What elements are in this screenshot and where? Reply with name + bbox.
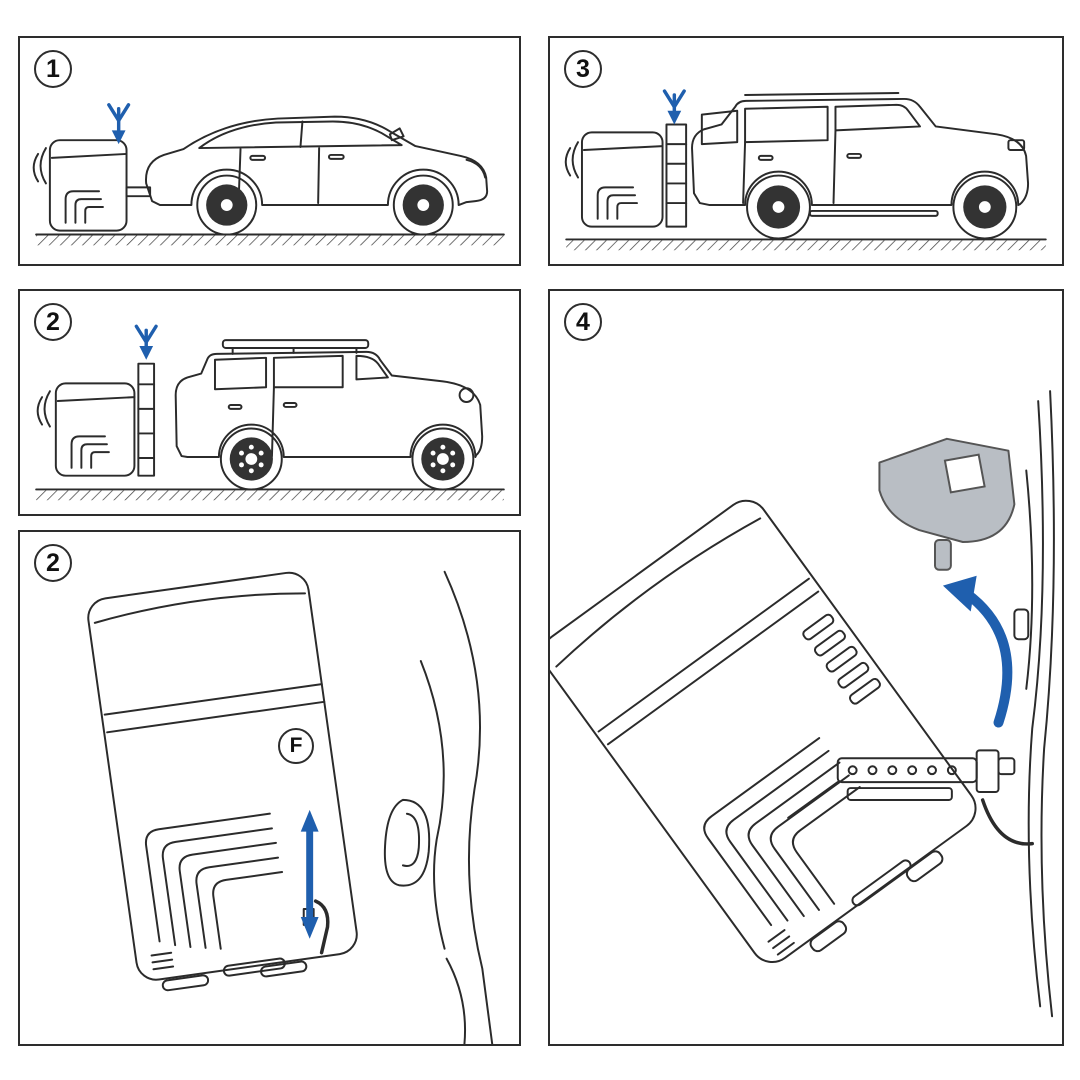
tilt-arrow-icon [942, 575, 1013, 728]
panel-step-2-closeup: 2 F [18, 530, 521, 1046]
f-label: F [278, 728, 314, 764]
step-number-badge: 3 [564, 50, 602, 88]
hitch-arm [787, 749, 1034, 846]
step-number-badge: 4 [564, 303, 602, 341]
double-arrow-icon [300, 809, 319, 939]
down-arrow-icon [662, 89, 686, 125]
panel-step-2-vehicle: 2 [18, 289, 521, 516]
panel-step-4: 4 [548, 289, 1064, 1046]
sedan-with-carrier-illustration [32, 103, 505, 246]
step-number-badge: 1 [34, 50, 72, 88]
step-number-badge: 2 [34, 303, 72, 341]
down-arrow-icon [134, 324, 158, 360]
panel-step-3: 3 [548, 36, 1064, 266]
step-number-badge: 2 [34, 544, 72, 582]
suv-with-carrier-illustration [564, 89, 1047, 251]
panel-step-1: 1 [18, 36, 521, 266]
boxy-suv-with-carrier-illustration [35, 324, 505, 501]
carrier-height-adjust-illustration [87, 570, 494, 1044]
down-arrow-icon [107, 103, 131, 145]
carrier-tilt-illustration [550, 390, 1055, 1018]
bumper-cutaway [878, 437, 1016, 571]
